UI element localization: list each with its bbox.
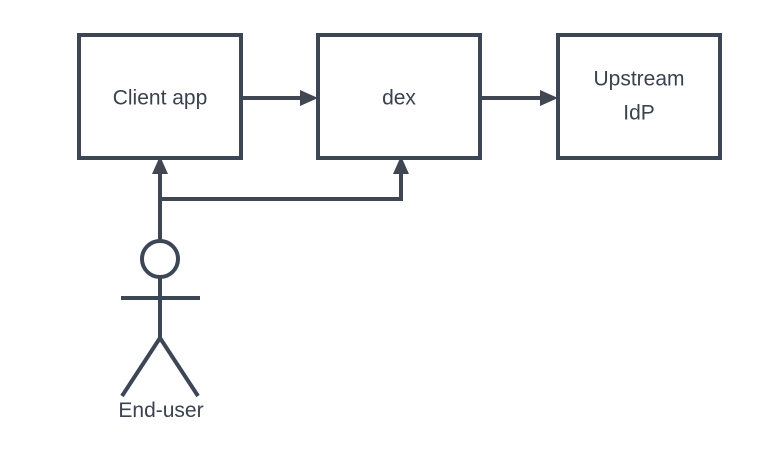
arrow-head-icon [540, 90, 558, 106]
node-client-app[interactable]: Client app [77, 33, 243, 160]
node-dex[interactable]: dex [316, 33, 482, 160]
actor-head-icon [140, 239, 180, 279]
actor-end-user-label: End-user [118, 399, 203, 422]
actor-end-user[interactable]: End-user [118, 239, 204, 422]
node-upstream-idp-box[interactable] [556, 33, 722, 160]
node-client-app-box[interactable] [77, 33, 243, 160]
node-upstream-idp-label-line1: Upstream [593, 68, 684, 91]
node-dex-label: dex [382, 87, 416, 110]
arrow-head-icon [393, 156, 409, 174]
arrow-head-icon [152, 156, 168, 174]
edge-dex-to-upstream-idp [481, 90, 558, 106]
node-upstream-idp[interactable]: Upstream IdP [556, 33, 722, 160]
node-client-app-label: Client app [113, 87, 208, 110]
actor-right-leg-icon [158, 336, 200, 398]
edge-end-user-to-client-app [152, 156, 168, 241]
node-dex-box[interactable] [316, 33, 482, 160]
edge-end-user-to-dex [160, 156, 409, 201]
arrow-head-icon [300, 90, 318, 106]
actor-left-leg-icon [120, 336, 162, 398]
edge-client-app-to-dex [241, 90, 318, 106]
node-upstream-idp-label-line2: IdP [623, 102, 655, 125]
